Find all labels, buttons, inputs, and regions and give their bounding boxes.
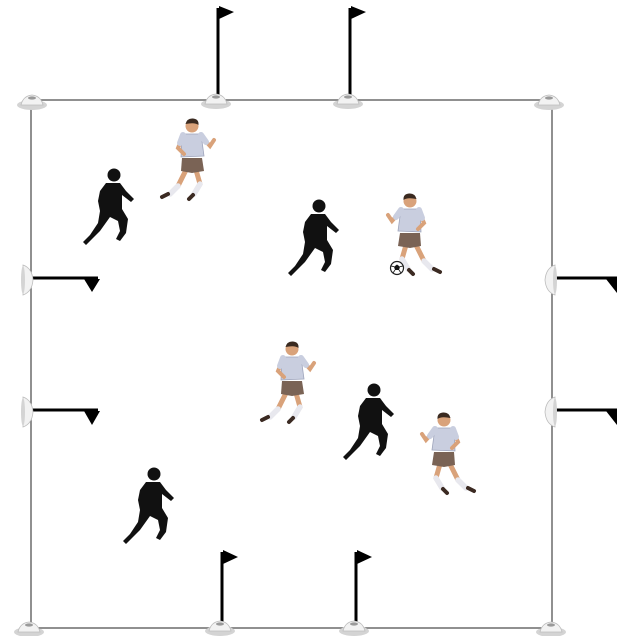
flag-top-left [218,6,234,98]
cone-bottom-flag-left [205,621,235,636]
flag-left-lower [28,410,100,425]
cone-top-right-corner [534,95,564,110]
soccer-ball-icon [391,262,404,275]
attacker-player-icon [262,341,314,422]
defender-player-icon [343,384,394,461]
cone-bottom-flag-right [339,621,369,636]
defender-player-icon [123,468,174,545]
defender-player-icon [288,200,339,277]
flag-right-upper [553,278,617,293]
cone-right-lower [545,397,557,427]
flag-left-upper [28,278,100,292]
flag-right-lower [553,410,617,425]
cone-bottom-left-corner [14,622,44,636]
cone-bottom-right-corner [536,622,566,636]
cone-top-left-corner [17,95,47,110]
defender-player-icon [83,169,134,246]
flag-top-right [350,6,366,98]
attacker-player-icon [422,412,474,493]
flag-bottom-right [356,550,372,626]
cone-right-upper [545,265,557,295]
flag-bottom-left [222,550,238,626]
cone-top-flag-left [201,94,231,109]
cone-top-flag-right [333,94,363,109]
attacker-player-icon [162,118,214,199]
